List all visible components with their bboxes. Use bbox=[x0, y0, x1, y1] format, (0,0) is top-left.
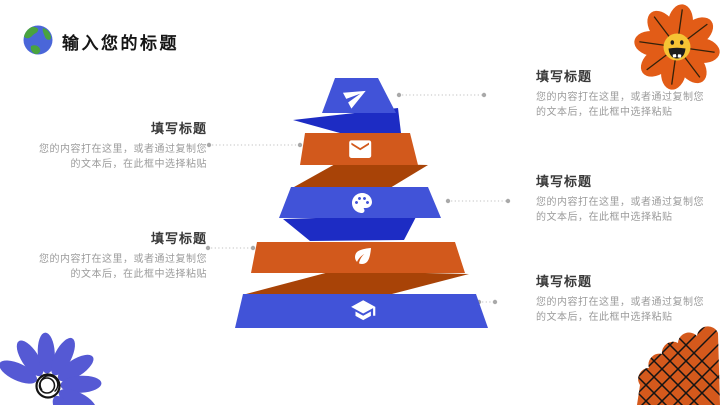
grid-blob bbox=[637, 326, 720, 405]
pyramid-fold-4 bbox=[246, 271, 469, 294]
callout-right-2[interactable]: 填写标题 您的内容打在这里，或者通过复制您的文本后，在此框中选择粘贴 bbox=[536, 171, 704, 225]
callout-left-1[interactable]: 填写标题 您的内容打在这里，或者通过复制您的文本后，在此框中选择粘贴 bbox=[39, 118, 207, 172]
callout-heading[interactable]: 填写标题 bbox=[536, 174, 593, 189]
callout-body[interactable]: 您的内容打在这里，或者通过复制您的文本后，在此框中选择粘贴 bbox=[536, 92, 704, 118]
callout-left-2[interactable]: 填写标题 您的内容打在这里，或者通过复制您的文本后，在此框中选择粘贴 bbox=[39, 228, 207, 282]
connector-level-5 bbox=[476, 299, 498, 305]
callout-heading[interactable]: 填写标题 bbox=[536, 69, 593, 84]
callout-right-1[interactable]: 填写标题 您的内容打在这里，或者通过复制您的文本后，在此框中选择粘贴 bbox=[536, 66, 704, 120]
callout-heading[interactable]: 填写标题 bbox=[150, 121, 207, 136]
globe-icon bbox=[23, 25, 53, 55]
flower-smiley bbox=[634, 4, 720, 90]
callout-heading[interactable]: 填写标题 bbox=[150, 231, 207, 246]
callout-body[interactable]: 您的内容打在这里，或者通过复制您的文本后，在此框中选择粘贴 bbox=[39, 254, 207, 280]
callout-right-3[interactable]: 填写标题 您的内容打在这里，或者通过复制您的文本后，在此框中选择粘贴 bbox=[536, 271, 704, 325]
callout-body[interactable]: 您的内容打在这里，或者通过复制您的文本后，在此框中选择粘贴 bbox=[536, 297, 704, 323]
pyramid-fold-1 bbox=[293, 108, 401, 133]
pyramid-diagram[interactable] bbox=[235, 78, 488, 328]
envelope-icon bbox=[349, 140, 372, 158]
connector-level-3 bbox=[445, 198, 511, 204]
callout-heading[interactable]: 填写标题 bbox=[536, 274, 593, 289]
flower-spiral bbox=[0, 332, 102, 405]
callout-body[interactable]: 您的内容打在这里，或者通过复制您的文本后，在此框中选择粘贴 bbox=[39, 144, 207, 170]
connector-level-1 bbox=[396, 92, 487, 98]
connector-level-2 bbox=[206, 142, 303, 148]
connector-level-4 bbox=[205, 245, 256, 251]
palette-icon bbox=[352, 193, 372, 213]
page-title[interactable]: 输入您的标题 bbox=[62, 34, 179, 53]
pyramid-fold-3 bbox=[283, 215, 417, 241]
pyramid-fold-2 bbox=[294, 163, 428, 188]
callout-body[interactable]: 您的内容打在这里，或者通过复制您的文本后，在此框中选择粘贴 bbox=[536, 197, 704, 223]
graduation-cap-icon bbox=[351, 300, 376, 321]
leaf-icon bbox=[355, 248, 371, 264]
pyramid-level-2[interactable] bbox=[300, 133, 418, 165]
paper-plane-icon bbox=[342, 90, 366, 109]
